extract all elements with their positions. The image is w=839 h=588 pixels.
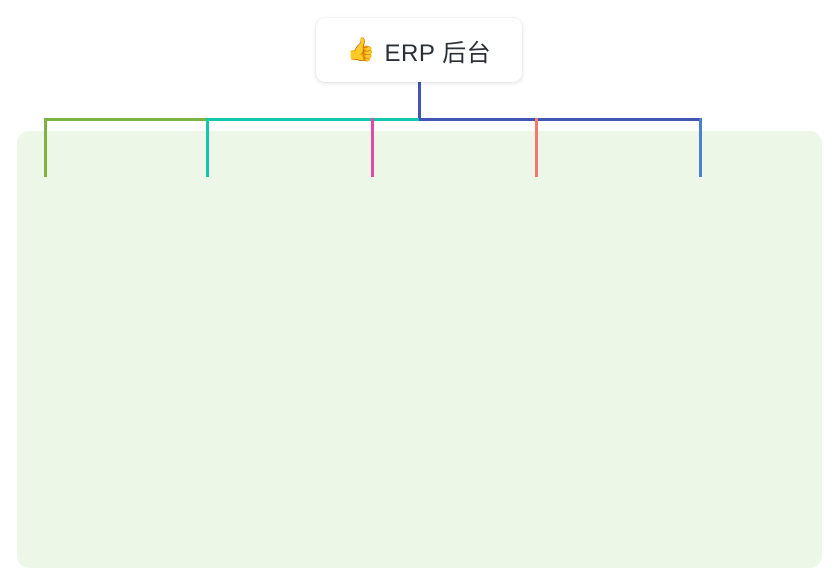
connector-drop-1 (44, 118, 47, 177)
root-node-card[interactable]: 👍 ERP 后台 (316, 18, 522, 82)
connector-drop-5 (699, 118, 702, 177)
thumbs-up-icon: 👍 (346, 36, 376, 63)
connector-bar-segment-3 (419, 118, 702, 121)
connector-drop-2 (206, 118, 209, 177)
root-node-content: 👍 ERP 后台 (347, 33, 491, 68)
connector-bar-segment-2 (206, 118, 422, 121)
root-stem-connector (418, 82, 421, 121)
diagram-panel (17, 131, 822, 568)
root-node-title: ERP 后台 (384, 39, 492, 67)
connector-bar-segment-1 (44, 118, 209, 121)
connector-drop-4 (535, 118, 538, 177)
connector-drop-3 (371, 118, 374, 177)
